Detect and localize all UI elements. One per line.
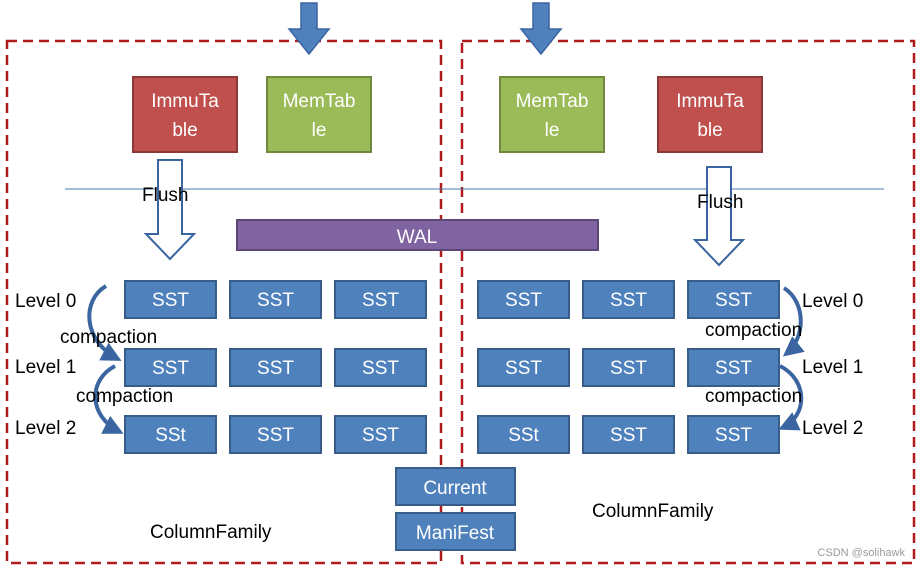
sst-label: SST: [505, 290, 542, 311]
sst-label: SST: [362, 290, 399, 311]
wal-label: WAL: [397, 227, 437, 248]
right-columnfamily-frame: [460, 39, 916, 565]
left-immutable-table: ImmuTa ble: [132, 76, 238, 153]
right-memtable: MemTab le: [499, 76, 605, 153]
sst-label: SSt: [508, 425, 539, 446]
left-compaction-arrow-2-icon: [93, 364, 124, 434]
left-memtable: MemTab le: [266, 76, 372, 153]
sst-label: SST: [152, 290, 189, 311]
left-flush-label: Flush: [142, 185, 188, 206]
left-columnfamily-label: ColumnFamily: [150, 522, 272, 543]
current-label: Current: [423, 478, 487, 499]
sst-label: SST: [715, 290, 752, 311]
wal-log: WAL: [236, 219, 599, 251]
watermark: CSDN @solihawk: [817, 547, 905, 559]
sst-label: SST: [362, 358, 399, 379]
sst-label: SST: [152, 358, 189, 379]
right-level-1-label: Level 1: [802, 357, 863, 378]
left-compaction-arrow-1-icon: [87, 284, 122, 361]
left-memtable-line1: MemTab: [283, 91, 356, 112]
right-flush-label: Flush: [697, 192, 743, 213]
right-sst-grid: SST SST SST SST SST SST SSt SST SST: [477, 280, 780, 454]
right-compaction-arrow-1-icon: [782, 286, 805, 357]
left-sst-level1-3: SST: [334, 348, 427, 387]
left-sst-level0-1: SST: [124, 280, 217, 319]
left-immutable-line2: ble: [172, 120, 197, 141]
right-sst-level0-3: SST: [687, 280, 780, 319]
sst-label: SST: [257, 425, 294, 446]
left-columnfamily-frame: [5, 39, 443, 565]
left-immutable-line1: ImmuTa: [151, 91, 219, 112]
sst-label: SST: [715, 358, 752, 379]
left-sst-level2-3: SST: [334, 415, 427, 454]
right-flush-arrow-icon: [692, 166, 746, 267]
left-sst-level2-1: SSt: [124, 415, 217, 454]
current-file: Current: [395, 467, 516, 506]
sst-label: SST: [715, 425, 752, 446]
left-compaction-label-2: compaction: [76, 386, 173, 407]
right-write-arrow-icon: [519, 2, 563, 56]
sst-label: SST: [610, 290, 647, 311]
sst-label: SST: [257, 358, 294, 379]
right-memtable-line2: le: [545, 120, 560, 141]
right-sst-level0-1: SST: [477, 280, 570, 319]
right-sst-level0-2: SST: [582, 280, 675, 319]
sst-label: SST: [610, 358, 647, 379]
right-compaction-arrow-2-icon: [778, 364, 804, 431]
right-sst-level1-2: SST: [582, 348, 675, 387]
left-sst-grid: SST SST SST SST SST SST SSt SST SST: [124, 280, 427, 454]
right-compaction-label-1: compaction: [705, 320, 802, 341]
left-level-0-label: Level 0: [15, 291, 76, 312]
left-sst-level0-2: SST: [229, 280, 322, 319]
left-level-2-label: Level 2: [15, 418, 76, 439]
left-sst-level1-1: SST: [124, 348, 217, 387]
right-level-2-label: Level 2: [802, 418, 863, 439]
left-sst-level2-2: SST: [229, 415, 322, 454]
right-memtable-line1: MemTab: [516, 91, 589, 112]
manifest-file: ManiFest: [395, 512, 516, 551]
left-sst-level1-2: SST: [229, 348, 322, 387]
left-level-1-label: Level 1: [15, 357, 76, 378]
sst-label: SST: [257, 290, 294, 311]
left-memtable-line2: le: [312, 120, 327, 141]
left-write-arrow-icon: [287, 2, 331, 56]
right-columnfamily-label: ColumnFamily: [592, 501, 714, 522]
sst-label: SST: [505, 358, 542, 379]
right-sst-level1-3: SST: [687, 348, 780, 387]
right-immutable-line2: ble: [697, 120, 722, 141]
right-immutable-line1: ImmuTa: [676, 91, 744, 112]
right-sst-level1-1: SST: [477, 348, 570, 387]
sst-label: SST: [610, 425, 647, 446]
right-compaction-label-2: compaction: [705, 386, 802, 407]
right-immutable-table: ImmuTa ble: [657, 76, 763, 153]
left-sst-level0-3: SST: [334, 280, 427, 319]
sst-label: SST: [362, 425, 399, 446]
right-level-0-label: Level 0: [802, 291, 863, 312]
sst-label: SSt: [155, 425, 186, 446]
right-sst-level2-2: SST: [582, 415, 675, 454]
manifest-label: ManiFest: [416, 523, 495, 544]
right-sst-level2-1: SSt: [477, 415, 570, 454]
left-compaction-label-1: compaction: [60, 327, 157, 348]
right-sst-level2-3: SST: [687, 415, 780, 454]
left-flush-arrow-icon: [143, 159, 197, 261]
